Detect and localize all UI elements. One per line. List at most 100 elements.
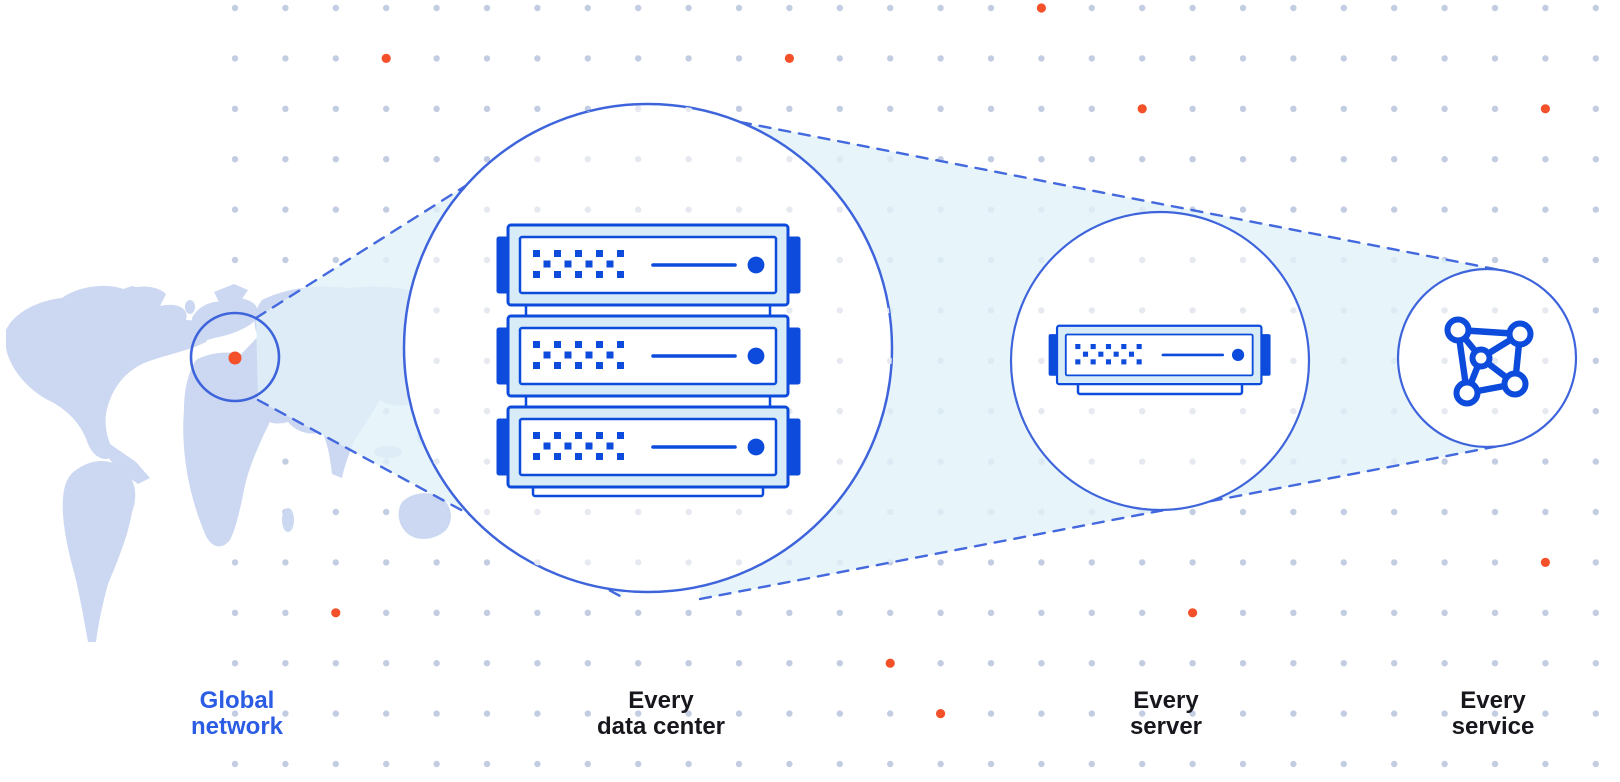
grid-dot: [1441, 55, 1448, 62]
grid-dot: [836, 55, 843, 62]
grid-dot: [635, 760, 642, 768]
grid-dot: [282, 660, 289, 667]
grid-dot-faint: [1239, 408, 1247, 415]
grid-dot-faint: [1290, 307, 1297, 314]
grid-dot: [635, 4, 642, 12]
grid-dot: [937, 609, 944, 616]
grid-dot: [1491, 508, 1499, 516]
grid-dot: [1189, 156, 1196, 163]
grid-dot: [383, 559, 390, 566]
grid-dot: [1592, 156, 1600, 163]
grid-dot: [1592, 307, 1600, 314]
grid-dot: [735, 710, 743, 717]
accent-dot: [381, 53, 391, 64]
grid-dot-faint: [433, 307, 440, 314]
grid-dot: [1491, 559, 1499, 566]
grid-dot-faint: [534, 508, 541, 516]
grid-dot: [1391, 508, 1398, 516]
label-data-center-line2: data center: [597, 713, 725, 740]
grid-dot-faint: [1239, 458, 1247, 465]
grid-dot: [635, 710, 642, 717]
map-australia: [398, 493, 451, 539]
grid-dot: [1441, 105, 1448, 113]
grid-dot: [1088, 710, 1096, 717]
grid-dot: [1290, 710, 1297, 717]
grid-dot: [1592, 206, 1600, 213]
grid-dot: [635, 609, 642, 616]
grid-dot: [584, 760, 591, 768]
grid-dot: [483, 609, 491, 616]
grid-dot: [483, 55, 491, 62]
grid-dot: [231, 559, 239, 566]
grid-dot: [1391, 156, 1398, 163]
grid-dot: [1441, 508, 1448, 516]
accent-dot: [784, 53, 795, 64]
grid-dot: [1491, 660, 1499, 667]
grid-dot: [231, 156, 239, 163]
grid-dot: [231, 4, 239, 12]
grid-dot: [332, 55, 339, 62]
grid-dot-faint: [433, 357, 440, 364]
grid-dot: [1592, 609, 1600, 616]
grid-dot: [887, 760, 894, 768]
grid-dot: [1239, 4, 1247, 12]
grid-dot: [987, 4, 995, 12]
grid-dot: [1239, 609, 1247, 616]
grid-dot: [685, 760, 692, 768]
grid-dot: [433, 4, 440, 12]
grid-dot: [332, 4, 339, 12]
grid-dot-faint: [1088, 256, 1096, 264]
grid-dot-faint: [433, 408, 440, 415]
grid-dot: [685, 609, 692, 616]
grid-dot: [887, 105, 894, 113]
grid-dot: [483, 156, 491, 163]
grid-dot: [1542, 55, 1549, 62]
grid-dot: [231, 256, 239, 264]
grid-dot: [1491, 710, 1499, 717]
accent-dot: [1540, 557, 1550, 568]
grid-dot: [987, 559, 995, 566]
grid-dot-faint: [584, 559, 591, 566]
grid-dot: [1038, 660, 1045, 667]
grid-dot: [1139, 760, 1146, 768]
grid-dot-faint: [483, 458, 491, 465]
grid-dot: [282, 609, 289, 616]
grid-dot-faint: [635, 508, 642, 516]
grid-dot: [887, 55, 894, 62]
grid-dot: [383, 710, 390, 717]
grid-dot: [1239, 206, 1247, 213]
accent-dot: [1540, 104, 1550, 114]
label-global-network-line1: Global: [200, 687, 275, 714]
grid-dot-faint: [534, 206, 541, 213]
grid-dot-faint: [836, 256, 843, 264]
label-data-center-line1: Every: [628, 687, 694, 714]
grid-dot: [534, 710, 541, 717]
grid-dot: [483, 710, 491, 717]
grid-dot: [1139, 660, 1146, 667]
grid-dot: [786, 4, 793, 12]
grid-dot: [987, 156, 995, 163]
grid-dot: [1290, 156, 1297, 163]
grid-dot: [1189, 4, 1196, 12]
grid-dot-faint: [836, 408, 843, 415]
grid-dot: [1542, 508, 1549, 516]
grid-dot: [1088, 156, 1096, 163]
grid-dot: [1391, 609, 1398, 616]
network-graph-icon: [1444, 316, 1534, 407]
server-rack-icon: [495, 223, 802, 498]
grid-dot: [1290, 609, 1297, 616]
grid-dot: [836, 4, 843, 12]
grid-dot: [635, 660, 642, 667]
grid-dot: [1340, 206, 1348, 213]
grid-dot: [1139, 55, 1146, 62]
grid-dot-faint: [433, 256, 440, 264]
grid-dot-faint: [685, 559, 692, 566]
grid-dot: [786, 609, 793, 616]
zoom-guide-lines: [254, 118, 1507, 601]
grid-dot: [1592, 559, 1600, 566]
grid-dot: [1189, 559, 1196, 566]
grid-dot: [1340, 508, 1348, 516]
label-server-line2: server: [1130, 713, 1202, 740]
grid-dot: [433, 559, 440, 566]
grid-dot: [433, 660, 440, 667]
